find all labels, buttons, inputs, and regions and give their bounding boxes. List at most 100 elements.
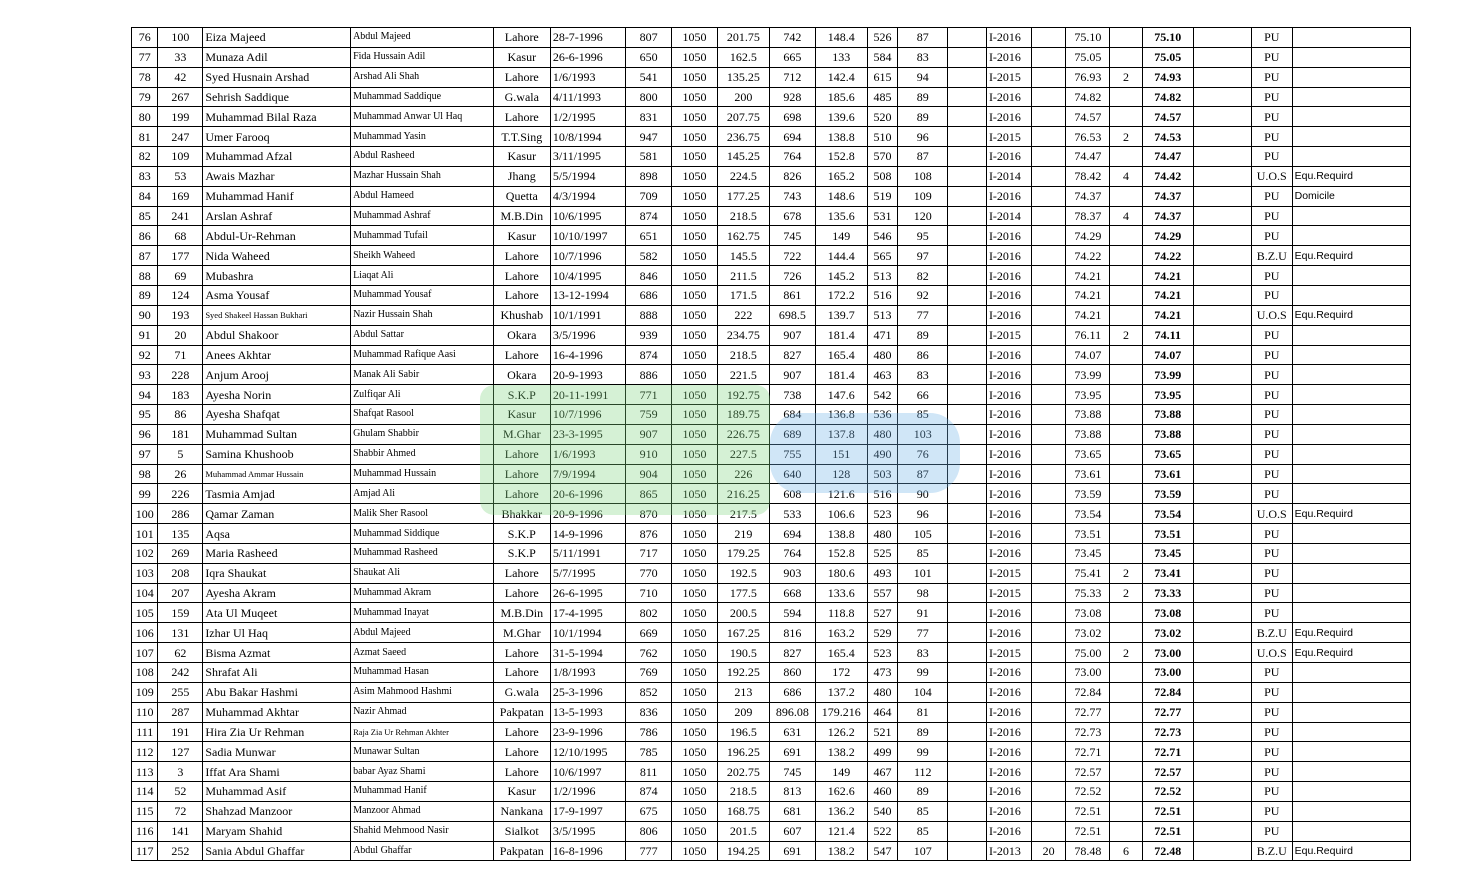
cell-candidate-name: Abdul-Ur-Rehman: [202, 225, 352, 247]
cell-exam-session: I-2016: [985, 364, 1032, 386]
cell-final-merit: 75.05: [1141, 46, 1194, 68]
cell-university: PU: [1250, 404, 1293, 425]
cell-final-merit: 74.37: [1141, 205, 1194, 227]
cell-col-14: [947, 840, 987, 862]
cell-col-20: [1192, 27, 1252, 48]
cell-col-12: 521: [866, 721, 899, 743]
cell-col-16: [1030, 463, 1067, 485]
cell-col-12: 547: [866, 840, 899, 862]
cell-district: Lahore: [492, 642, 551, 663]
cell-roll-no: 62: [157, 642, 204, 663]
cell-roll-no: 286: [157, 503, 204, 525]
cell-marks-weight: 171.5: [716, 284, 770, 306]
cell-col-12: 480: [866, 523, 899, 544]
cell-deduction: 4: [1109, 205, 1143, 227]
cell-candidate-name: Anjum Arooj: [202, 364, 352, 386]
cell-entry-test-marks: 764: [768, 542, 816, 564]
cell-marks-obtained: 874: [625, 781, 673, 802]
cell-father-name: Abdul Majeed: [350, 27, 494, 48]
cell-serial-no: 108: [130, 662, 159, 683]
cell-roll-no: 181: [157, 423, 204, 445]
cell-col-12: 526: [866, 27, 899, 48]
cell-university: PU: [1250, 225, 1293, 247]
cell-exam-session: I-2016: [985, 185, 1032, 207]
cell-aggregate: 74.29: [1065, 225, 1111, 247]
cell-candidate-name: Syed Husnain Arshad: [202, 66, 352, 88]
cell-entry-test-weight: 145.2: [814, 265, 868, 286]
cell-date-of-birth: 23-9-1996: [549, 721, 627, 743]
cell-university: PU: [1250, 384, 1293, 406]
cell-col-14: [947, 741, 987, 763]
cell-marks-weight: 145.5: [716, 245, 770, 267]
cell-col-13: 87: [897, 463, 949, 485]
cell-remarks: Equ.Requird: [1291, 503, 1412, 525]
cell-exam-session: I-2016: [985, 463, 1032, 485]
cell-deduction: [1109, 46, 1143, 68]
cell-entry-test-marks: 607: [768, 820, 816, 842]
cell-col-13: 89: [897, 721, 949, 743]
cell-serial-no: 107: [130, 642, 159, 663]
cell-col-16: [1030, 384, 1067, 406]
cell-final-merit: 73.65: [1141, 443, 1194, 465]
cell-district: M.Ghar: [492, 622, 551, 644]
cell-final-merit: 74.07: [1141, 344, 1194, 366]
cell-candidate-name: Aqsa: [202, 523, 352, 544]
cell-entry-test-weight: 165.4: [814, 642, 868, 663]
cell-col-12: 471: [866, 324, 899, 346]
cell-deduction: [1109, 820, 1143, 842]
cell-aggregate: 73.51: [1065, 523, 1111, 544]
cell-col-12: 467: [866, 761, 899, 783]
cell-remarks: [1291, 523, 1412, 544]
cell-exam-session: I-2016: [985, 483, 1032, 505]
cell-col-13: 105: [897, 523, 949, 544]
cell-final-merit: 74.21: [1141, 304, 1194, 326]
cell-col-16: [1030, 721, 1067, 743]
cell-university: PU: [1250, 106, 1293, 128]
cell-exam-session: I-2016: [985, 27, 1032, 48]
cell-roll-no: 135: [157, 523, 204, 544]
cell-aggregate: 74.37: [1065, 185, 1111, 207]
cell-father-name: Amjad Ali: [350, 483, 494, 505]
cell-col-13: 85: [897, 800, 949, 822]
cell-marks-obtained: 836: [625, 701, 673, 723]
cell-col-20: [1192, 324, 1252, 346]
cell-col-13: 95: [897, 225, 949, 247]
cell-exam-session: I-2016: [985, 86, 1032, 108]
cell-date-of-birth: 10/6/1997: [549, 761, 627, 783]
cell-entry-test-weight: 137.2: [814, 681, 868, 703]
cell-col-13: 112: [897, 761, 949, 783]
cell-col-16: [1030, 86, 1067, 108]
cell-col-20: [1192, 46, 1252, 68]
cell-university: PU: [1250, 46, 1293, 68]
cell-col-13: 76: [897, 443, 949, 465]
cell-deduction: [1109, 523, 1143, 544]
cell-aggregate: 72.57: [1065, 761, 1111, 783]
cell-marks-obtained: 831: [625, 106, 673, 128]
cell-father-name: Shaukat Ali: [350, 562, 494, 584]
cell-district: T.T.Sing: [492, 126, 551, 148]
cell-col-12: 523: [866, 642, 899, 663]
cell-district: Lahore: [492, 562, 551, 584]
cell-roll-no: 141: [157, 820, 204, 842]
cell-father-name: Fida Hussain Adil: [350, 46, 494, 68]
cell-serial-no: 84: [130, 185, 159, 207]
cell-district: Lahore: [492, 284, 551, 306]
cell-district: Sialkot: [492, 820, 551, 842]
cell-aggregate: 73.59: [1065, 483, 1111, 505]
cell-university: PU: [1250, 27, 1293, 48]
cell-final-merit: 73.95: [1141, 384, 1194, 406]
cell-marks-obtained: 759: [625, 404, 673, 425]
cell-col-20: [1192, 662, 1252, 683]
cell-remarks: [1291, 364, 1412, 386]
cell-candidate-name: Ayesha Norin: [202, 384, 352, 406]
cell-university: PU: [1250, 741, 1293, 763]
cell-col-13: 85: [897, 404, 949, 425]
cell-col-14: [947, 324, 987, 346]
cell-col-13: 96: [897, 503, 949, 525]
